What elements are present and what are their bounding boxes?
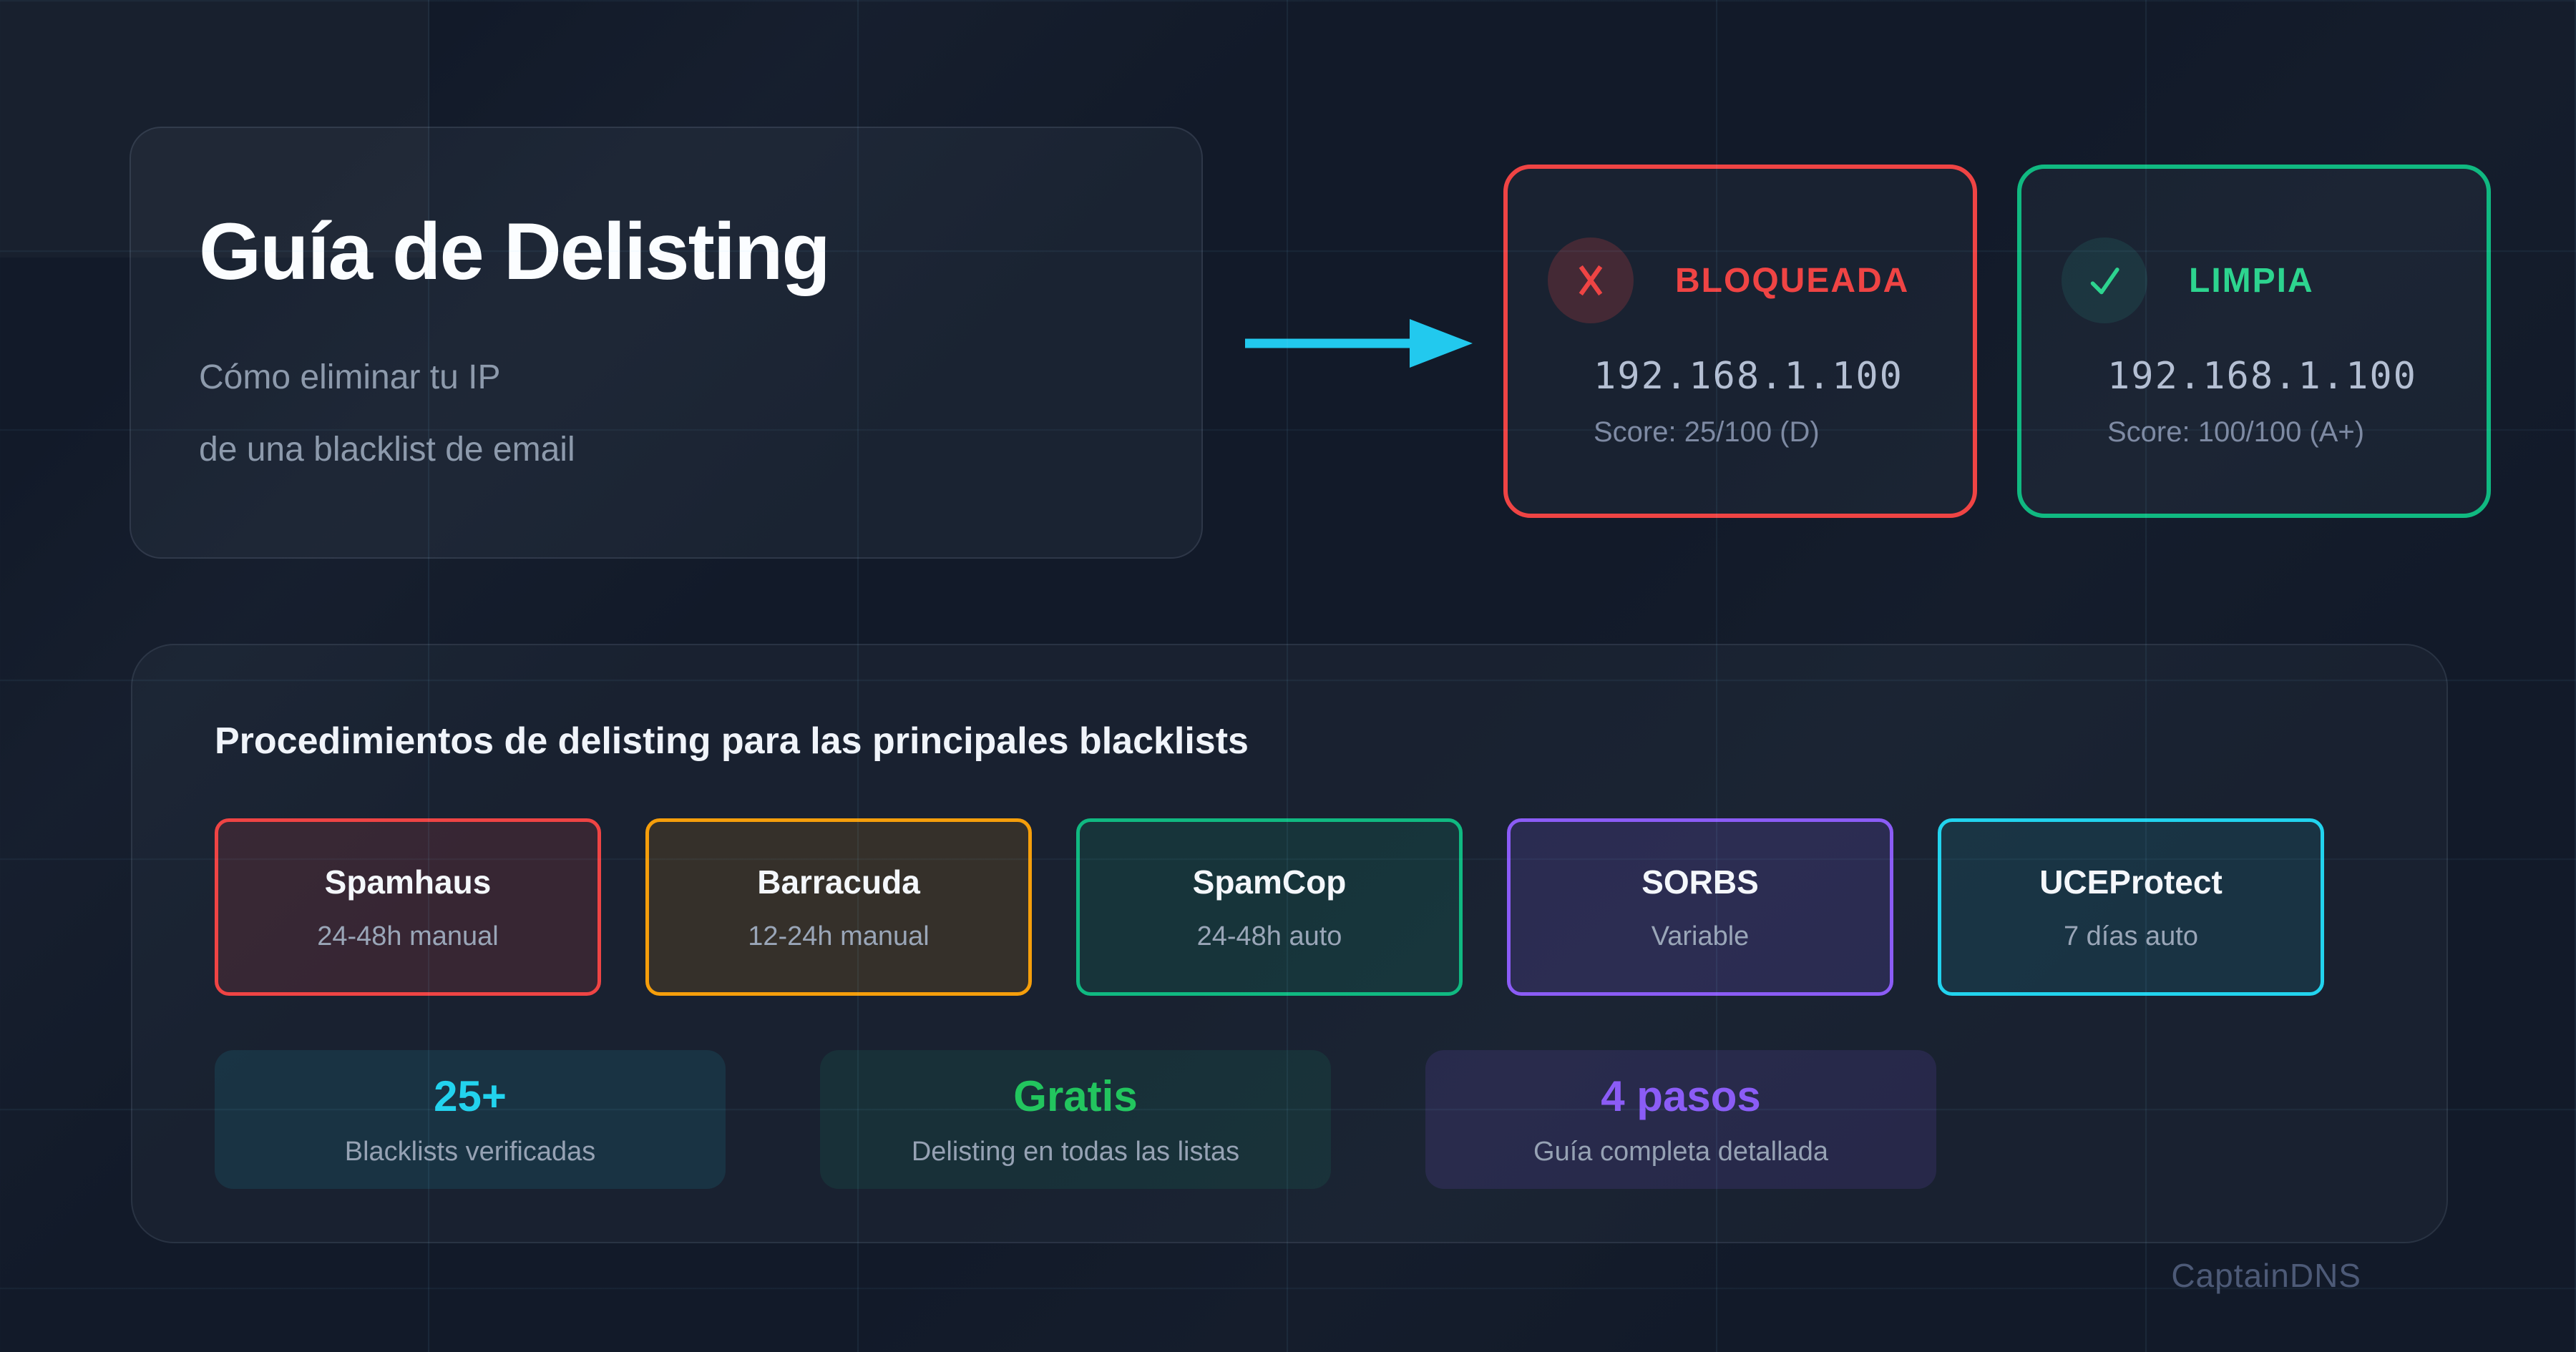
stats-row: 25+ Blacklists verificadas Gratis Delist… — [215, 1050, 2446, 1189]
blacklist-card-spamcop: SpamCop 24-48h auto — [1076, 818, 1463, 996]
page-subtitle-line1: Cómo eliminar tu IP — [199, 358, 501, 396]
stat-label: Blacklists verificadas — [344, 1137, 596, 1167]
blacklist-name: Barracuda — [757, 863, 920, 901]
blacklist-time: 24-48h manual — [317, 921, 499, 951]
stat-card-verified: 25+ Blacklists verificadas — [215, 1050, 726, 1189]
page-subtitle-line2: de una blacklist de email — [199, 430, 575, 469]
stat-card-free: Gratis Delisting en todas las listas — [820, 1050, 1331, 1189]
blacklist-card-barracuda: Barracuda 12-24h manual — [645, 818, 1032, 996]
blacklist-name: SpamCop — [1192, 863, 1347, 901]
panel-heading: Procedimientos de delisting para las pri… — [215, 720, 1249, 762]
stat-label: Guía completa detallada — [1533, 1137, 1828, 1167]
status-card-blocked: BLOQUEADA 192.168.1.100 Score: 25/100 (D… — [1503, 165, 1977, 518]
x-icon — [1548, 237, 1634, 323]
brand-watermark: CaptainDNS — [2171, 1257, 2361, 1294]
status-card-clean: LIMPIA 192.168.1.100 Score: 100/100 (A+) — [2017, 165, 2491, 518]
status-label: BLOQUEADA — [1675, 261, 1910, 300]
blacklist-row: Spamhaus 24-48h manual Barracuda 12-24h … — [215, 818, 2446, 996]
arrow-right-icon — [1239, 297, 1475, 390]
check-icon — [2062, 237, 2147, 323]
stat-value: Gratis — [1013, 1072, 1138, 1120]
status-head: BLOQUEADA — [1548, 237, 1973, 323]
blacklist-time: 24-48h auto — [1196, 921, 1342, 951]
status-head: LIMPIA — [2062, 237, 2487, 323]
ip-address: 192.168.1.100 — [1594, 355, 1903, 398]
blacklist-name: UCEProtect — [2039, 863, 2223, 901]
blacklist-name: SORBS — [1641, 863, 1759, 901]
blacklist-card-uceprotect: UCEProtect 7 días auto — [1938, 818, 2324, 996]
blacklist-card-sorbs: SORBS Variable — [1507, 818, 1893, 996]
blacklist-time: 12-24h manual — [748, 921, 930, 951]
ip-address: 192.168.1.100 — [2107, 355, 2417, 398]
status-label: LIMPIA — [2189, 261, 2314, 300]
procedures-panel: Procedimientos de delisting para las pri… — [131, 644, 2448, 1243]
score-text: Score: 100/100 (A+) — [2107, 416, 2365, 448]
stat-label: Delisting en todas las listas — [911, 1137, 1240, 1167]
blacklist-time: Variable — [1651, 921, 1750, 951]
blacklist-time: 7 días auto — [2063, 921, 2199, 951]
page-title: Guía de Delisting — [199, 207, 831, 296]
stat-value: 4 pasos — [1601, 1072, 1761, 1120]
blacklist-name: Spamhaus — [324, 863, 492, 901]
stat-value: 25+ — [434, 1072, 507, 1120]
hero-card: Guía de Delisting Cómo eliminar tu IP de… — [130, 127, 1203, 559]
blacklist-card-spamhaus: Spamhaus 24-48h manual — [215, 818, 601, 996]
page-subtitle: Cómo eliminar tu IP de una blacklist de … — [199, 342, 1137, 486]
stat-card-steps: 4 pasos Guía completa detallada — [1425, 1050, 1936, 1189]
score-text: Score: 25/100 (D) — [1594, 416, 1820, 448]
